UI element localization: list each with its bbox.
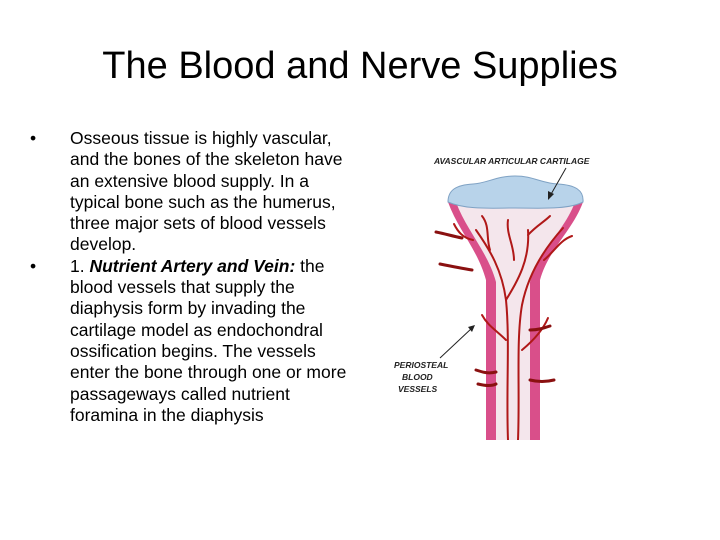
label-vessels: VESSELS [398,384,438,394]
periosteal-arrow [439,327,473,359]
cartilage-arrowhead [548,191,554,200]
periosteal-arrowhead [468,325,475,332]
bullet-item: • Osseous tissue is highly vascular, and… [30,128,348,256]
bullet-text: Osseous tissue is highly vascular, and t… [70,128,343,255]
bullet-list: • Osseous tissue is highly vascular, and… [30,128,348,426]
label-avascular-cartilage: AVASCULAR ARTICULAR CARTILAGE [433,156,590,166]
bone-blood-supply-diagram: AVASCULAR ARTICULAR CARTILAGE PERIOSTEAL… [394,156,590,440]
label-blood: BLOOD [402,372,433,382]
cartilage-arrow [549,167,567,197]
label-periosteal: PERIOSTEAL [394,360,448,370]
cortex-right [530,202,583,440]
blood-vessels [453,215,573,440]
slide-title: The Blood and Nerve Supplies [102,45,618,87]
bullet-emphasis: Nutrient Artery and Vein: [89,255,296,276]
articular-cartilage [447,175,584,209]
bullet-prefix: 1. [70,255,90,276]
bullet-text: the blood vessels that supply the diaphy… [70,255,347,425]
periosteal-vessels [434,230,556,387]
bullet-marker: • [30,128,37,148]
cortex-left [448,202,496,440]
bullet-marker: • [30,255,37,276]
bullet-item: • 1. Nutrient Artery and Vein: the blood… [30,256,348,426]
